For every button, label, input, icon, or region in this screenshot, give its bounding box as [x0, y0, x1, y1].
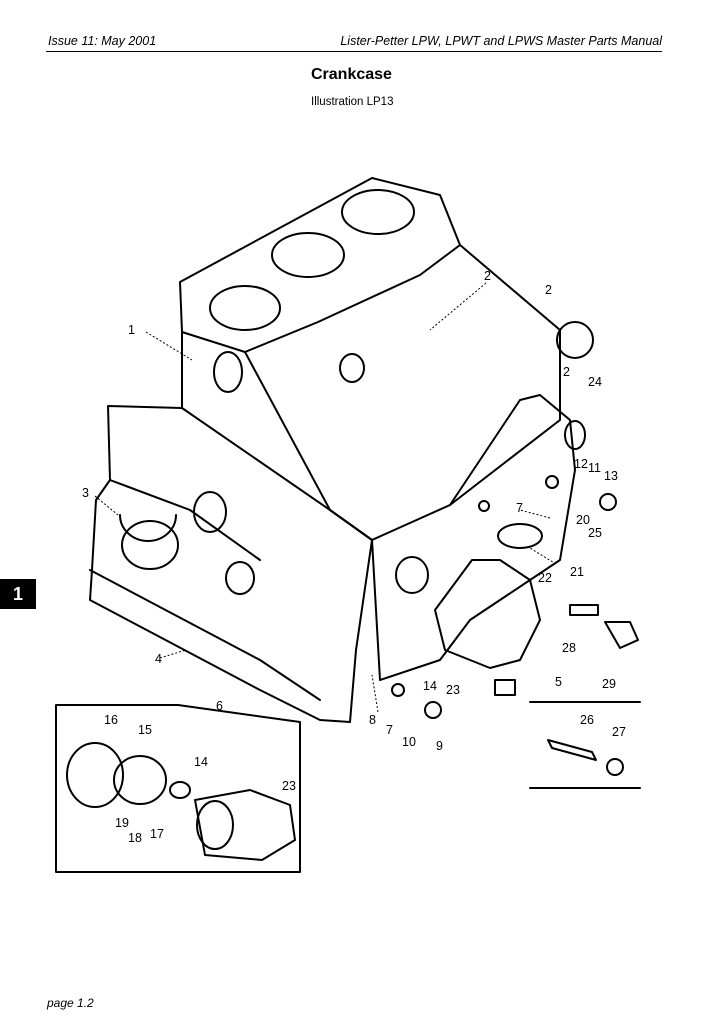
callout-2b: 2: [545, 283, 552, 297]
callout-8: 8: [369, 713, 376, 727]
block-bore-a: [193, 491, 227, 533]
part-12: [545, 475, 559, 489]
bearing-cap: [119, 514, 177, 542]
callout-2a: 2: [484, 269, 491, 283]
cylinder-head-top: [179, 177, 461, 353]
callout-13: 13: [604, 469, 618, 483]
part-24: [564, 420, 586, 450]
callout-11: 11: [588, 461, 601, 475]
inset-frame: [55, 704, 301, 873]
callout-17: 17: [150, 827, 164, 841]
callout-14-inset: 14: [194, 755, 208, 769]
callout-10: 10: [402, 735, 416, 749]
block-port-a: [213, 351, 243, 393]
callout-14: 14: [423, 679, 437, 693]
bore-3: [341, 189, 415, 235]
section-tab: 1: [0, 579, 36, 609]
callout-27: 27: [612, 725, 626, 739]
bore-1: [209, 285, 281, 331]
header-manual-title: Lister-Petter LPW, LPWT and LPWS Master …: [340, 34, 662, 48]
page-title: Crankcase: [311, 66, 392, 83]
callout-25: 25: [588, 526, 602, 540]
inset-part-14: [169, 781, 191, 799]
part-29: [604, 621, 639, 649]
block-port-b: [339, 353, 365, 383]
oil-filter: [434, 559, 541, 669]
cover-boss: [395, 556, 429, 594]
illustration-caption: Illustration LP13: [311, 96, 394, 108]
filter-housing-top: [497, 523, 543, 549]
block-bore-b: [225, 561, 255, 595]
inset-housing: [66, 742, 124, 808]
inset-filter-face: [196, 800, 234, 850]
bore-2: [271, 232, 345, 278]
callout-3: 3: [82, 486, 89, 500]
part-7-washer: [391, 683, 405, 697]
header-rule: [46, 51, 662, 52]
part-9: [424, 701, 442, 719]
callout-26: 26: [580, 713, 594, 727]
callout-1: 1: [128, 323, 135, 337]
inset-adaptor: [113, 755, 167, 805]
block-front-face: [244, 244, 561, 541]
breather-cap: [556, 321, 594, 359]
callout-19: 19: [115, 816, 129, 830]
inset-filter: [194, 789, 296, 861]
main-bearing: [121, 520, 179, 570]
callout-24: 24: [588, 375, 602, 389]
block-edge: [181, 407, 331, 511]
callout-12: 12: [574, 457, 588, 471]
part-27-nut: [606, 758, 624, 776]
front-cover: [371, 394, 576, 681]
block-crease: [109, 479, 261, 561]
callout-21: 21: [570, 565, 584, 579]
callout-29: 29: [602, 677, 616, 691]
block-left-face: [89, 331, 373, 723]
callout-18: 18: [128, 831, 142, 845]
part-26-stud: [547, 739, 597, 761]
callout-6: 6: [216, 699, 223, 713]
part-13: [599, 493, 617, 511]
header-issue: Issue 11: May 2001: [48, 34, 157, 48]
callout-4: 4: [155, 652, 162, 666]
callout-22: 22: [538, 571, 552, 585]
callout-15: 15: [138, 723, 152, 737]
callout-28: 28: [562, 641, 576, 655]
callout-7a: 7: [516, 501, 523, 515]
part-23-plug: [494, 679, 516, 696]
page-number: page 1.2: [47, 996, 94, 1010]
sump-line: [89, 569, 321, 701]
callout-16: 16: [104, 713, 118, 727]
callout-2c: 2: [563, 365, 570, 379]
callout-23: 23: [446, 683, 460, 697]
callout-9: 9: [436, 739, 443, 753]
callout-23-inset: 23: [282, 779, 296, 793]
part-28: [569, 604, 599, 616]
callout-7b: 7: [386, 723, 393, 737]
callout-20: 20: [576, 513, 590, 527]
part-7-ring: [478, 500, 490, 512]
callout-5: 5: [555, 675, 562, 689]
